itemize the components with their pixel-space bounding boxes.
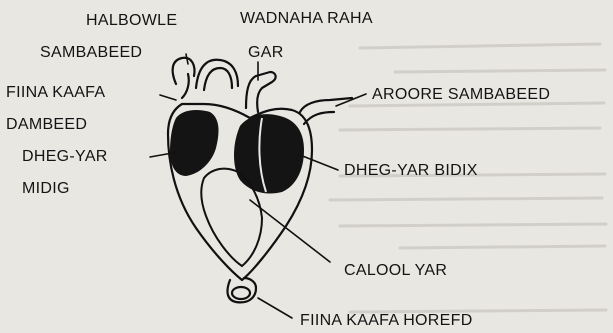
left-ventricle: [234, 114, 304, 193]
label-sambabeed: SAMBABEED: [40, 44, 142, 62]
pointer-dheg-yar-bidix: [300, 155, 338, 170]
label-wadnaha-raha: WADNAHA RAHA: [240, 10, 373, 28]
label-dambeed: DAMBEED: [6, 116, 87, 134]
label-aroore-sambabeed: AROORE SAMBABEED: [372, 86, 550, 104]
right-atrium: [170, 110, 218, 176]
label-dheg-yar-bidix: DHEG-YAR BIDIX: [344, 162, 478, 180]
pointer-halbowle: [186, 54, 188, 64]
superior-vena-cava: [173, 58, 195, 84]
pulmonary-artery: [246, 72, 276, 112]
pointer-fiina-kaafa-horefd: [258, 298, 292, 318]
pointer-fiina-kaafa: [160, 95, 176, 100]
pointer-calool-yar: [250, 200, 330, 262]
label-fiina-kaafa: FIINA KAAFA: [6, 84, 105, 102]
label-fiina-kaafa-horefd: FIINA KAAFA HOREFD: [300, 312, 473, 330]
label-calool-yar: CALOOL YAR: [344, 262, 447, 280]
label-gar: GAR: [248, 44, 284, 62]
label-midig: MIDIG: [22, 180, 70, 198]
pulmonary-vein: [300, 98, 352, 112]
label-halbowle: HALBOWLE: [86, 12, 177, 30]
label-dheg-yar: DHEG-YAR: [22, 148, 108, 166]
